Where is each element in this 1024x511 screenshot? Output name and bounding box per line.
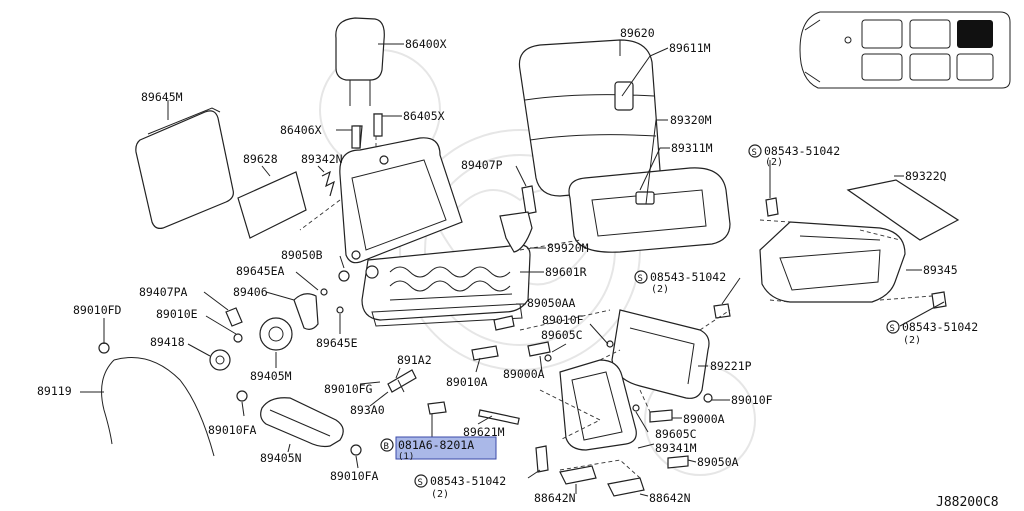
label-89311M[interactable]: 89311M	[671, 141, 713, 155]
label-89645E[interactable]: 89645E	[316, 336, 358, 350]
label-89345[interactable]: 89345	[923, 263, 958, 277]
label-08543-4[interactable]: 08543-51042	[430, 474, 506, 488]
clip-89010E	[233, 333, 243, 343]
highlighted-part-number[interactable]: 081A6-8201A	[398, 438, 474, 452]
highlighted-part-qty: (1)	[398, 452, 414, 462]
clip-89010FD	[98, 342, 110, 354]
diagram-id: J88200C8	[936, 495, 999, 510]
label-89628[interactable]: 89628	[243, 152, 278, 166]
label-89010E[interactable]: 89010E	[156, 307, 198, 321]
bracket-88642N-left	[559, 465, 597, 485]
label-89620[interactable]: 89620	[620, 26, 655, 40]
label-89000A-2[interactable]: 89000A	[683, 412, 725, 426]
label-89341M[interactable]: 89341M	[655, 441, 697, 455]
seat-cushion	[568, 167, 731, 253]
label-89418[interactable]: 89418	[150, 335, 185, 349]
screw-prefix-circle-4	[414, 474, 428, 488]
screw-prefix-letter-1: S	[752, 148, 757, 158]
label-89000A-1[interactable]: 89000A	[503, 367, 545, 381]
selected-seat-marker	[957, 20, 993, 48]
label-89010FA-1[interactable]: 89010FA	[208, 423, 257, 437]
vehicle-locator	[799, 11, 1011, 89]
side-cover	[559, 359, 637, 451]
label-08543-2[interactable]: 08543-51042	[650, 270, 726, 284]
label-893A0[interactable]: 893A0	[350, 403, 385, 417]
qty-08543-3: (2)	[903, 335, 921, 346]
label-89645M[interactable]: 89645M	[141, 90, 183, 104]
label-08543-3[interactable]: 08543-51042	[902, 320, 978, 334]
label-88642N-1[interactable]: 88642N	[534, 491, 576, 505]
label-89405M[interactable]: 89405M	[250, 369, 292, 383]
hook-89407P	[521, 185, 537, 215]
label-89405N[interactable]: 89405N	[260, 451, 302, 465]
label-89621M[interactable]: 89621M	[463, 425, 505, 439]
leader-lines	[80, 40, 945, 497]
cap-89418	[209, 349, 231, 371]
label-89010FG[interactable]: 89010FG	[324, 382, 373, 396]
label-08543-1[interactable]: 08543-51042	[764, 144, 840, 158]
link-891A2	[387, 369, 417, 393]
screw-prefix-letter-4: S	[418, 478, 423, 488]
board-89322Q	[846, 179, 960, 241]
wire-89119	[101, 357, 215, 457]
qty-08543-2: (2)	[651, 284, 669, 295]
label-89605C-1[interactable]: 89605C	[541, 328, 583, 342]
armrest-89405N	[260, 397, 344, 448]
label-88642N-2[interactable]: 88642N	[649, 491, 691, 505]
fasteners	[236, 113, 947, 473]
qty-08543-4: (2)	[431, 489, 449, 500]
bracket-89920M	[499, 211, 533, 253]
screw-prefix-circle-3	[886, 320, 900, 334]
seatback-pad	[135, 110, 234, 229]
screw-prefix-circle-1	[748, 144, 762, 158]
label-89010A[interactable]: 89010A	[446, 375, 488, 389]
label-89010F-2[interactable]: 89010F	[731, 393, 773, 407]
seat-frame	[339, 137, 531, 327]
label-89010FA-2[interactable]: 89010FA	[330, 469, 379, 483]
label-89407P[interactable]: 89407P	[461, 158, 503, 172]
label-89050A[interactable]: 89050A	[697, 455, 739, 469]
bolt-prefix-letter: B	[384, 442, 389, 452]
assembly-lines	[299, 136, 933, 479]
bracket-88642N-right	[607, 477, 645, 497]
lever-89406	[293, 293, 319, 330]
label-89407PA[interactable]: 89407PA	[139, 285, 188, 299]
spring-89342N	[321, 170, 335, 197]
screw-prefix-letter-2: S	[638, 274, 643, 284]
highlighted-part-box[interactable]	[395, 436, 497, 460]
label-89010F-1[interactable]: 89010F	[542, 313, 584, 327]
label-89342N[interactable]: 89342N	[301, 152, 343, 166]
label-89605C-2[interactable]: 89605C	[655, 427, 697, 441]
label-89406[interactable]: 89406	[233, 285, 268, 299]
label-89050AA[interactable]: 89050AA	[527, 296, 576, 310]
back-board	[237, 171, 307, 239]
rear-cover	[759, 221, 906, 303]
label-89119[interactable]: 89119	[37, 384, 72, 398]
label-89320M[interactable]: 89320M	[670, 113, 712, 127]
seatback-trim	[518, 39, 661, 197]
label-89920M[interactable]: 89920M	[547, 241, 589, 255]
qty-08543-1: (2)	[765, 157, 783, 168]
label-86406X[interactable]: 86406X	[280, 123, 322, 137]
screw-prefix-letter-3: S	[890, 324, 895, 334]
label-89050B[interactable]: 89050B	[281, 248, 323, 262]
bolt-prefix-circle	[380, 438, 394, 452]
label-891A2[interactable]: 891A2	[397, 353, 432, 367]
lower-cover	[611, 309, 710, 399]
label-89010FD[interactable]: 89010FD	[73, 303, 122, 317]
label-86405X[interactable]: 86405X	[403, 109, 445, 123]
label-86400X[interactable]: 86400X	[405, 37, 447, 51]
headrest	[335, 17, 385, 106]
label-89221P[interactable]: 89221P	[710, 359, 752, 373]
label-89611M[interactable]: 89611M	[669, 41, 711, 55]
label-89645EA[interactable]: 89645EA	[236, 264, 285, 278]
knob-89405M	[259, 317, 293, 351]
clip-89407PA	[225, 307, 243, 327]
label-89322Q[interactable]: 89322Q	[905, 169, 947, 183]
label-89601R[interactable]: 89601R	[545, 265, 587, 279]
screw-prefix-circle-2	[634, 270, 648, 284]
